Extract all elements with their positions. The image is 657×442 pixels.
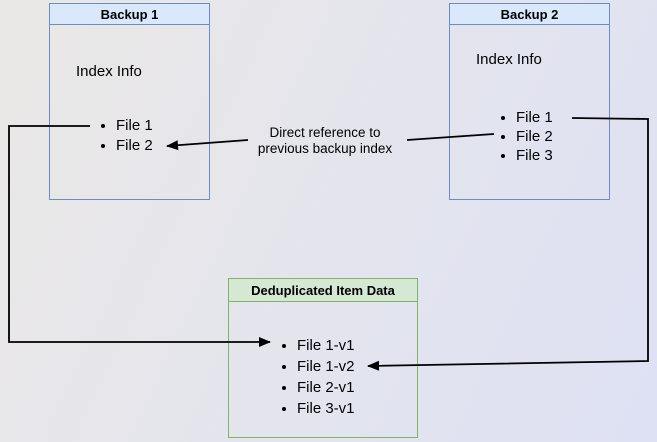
backup-2-title: Backup 2 — [450, 4, 609, 25]
dedup-file-list: File 1-v1 File 1-v2 File 2-v1 File 3-v1 — [278, 335, 355, 419]
deduplicated-item-data-title: Deduplicated Item Data — [229, 279, 417, 302]
backup-2-box: Backup 2 — [449, 3, 610, 200]
backup-1-file-list: File 1 File 2 — [97, 116, 153, 156]
list-item: File 1-v2 — [297, 356, 355, 377]
direct-reference-label-line2: previous backup index — [257, 140, 393, 156]
list-item: File 1 — [516, 108, 553, 127]
backup-1-box: Backup 1 — [49, 3, 210, 200]
list-item: File 2 — [516, 127, 553, 146]
backup-2-subtitle: Index Info — [476, 51, 542, 68]
list-item: File 2 — [116, 136, 153, 156]
list-item: File 1 — [116, 116, 153, 136]
list-item: File 3 — [516, 146, 553, 165]
backup-2-file-list: File 1 File 2 File 3 — [497, 108, 553, 165]
list-item: File 1-v1 — [297, 335, 355, 356]
list-item: File 2-v1 — [297, 377, 355, 398]
direct-reference-label-line1: Direct reference to — [269, 125, 381, 140]
backup-1-subtitle: Index Info — [76, 63, 142, 80]
backup-1-title: Backup 1 — [50, 4, 209, 25]
direct-reference-label: Direct reference to previous backup inde… — [245, 125, 405, 156]
list-item: File 3-v1 — [297, 398, 355, 419]
